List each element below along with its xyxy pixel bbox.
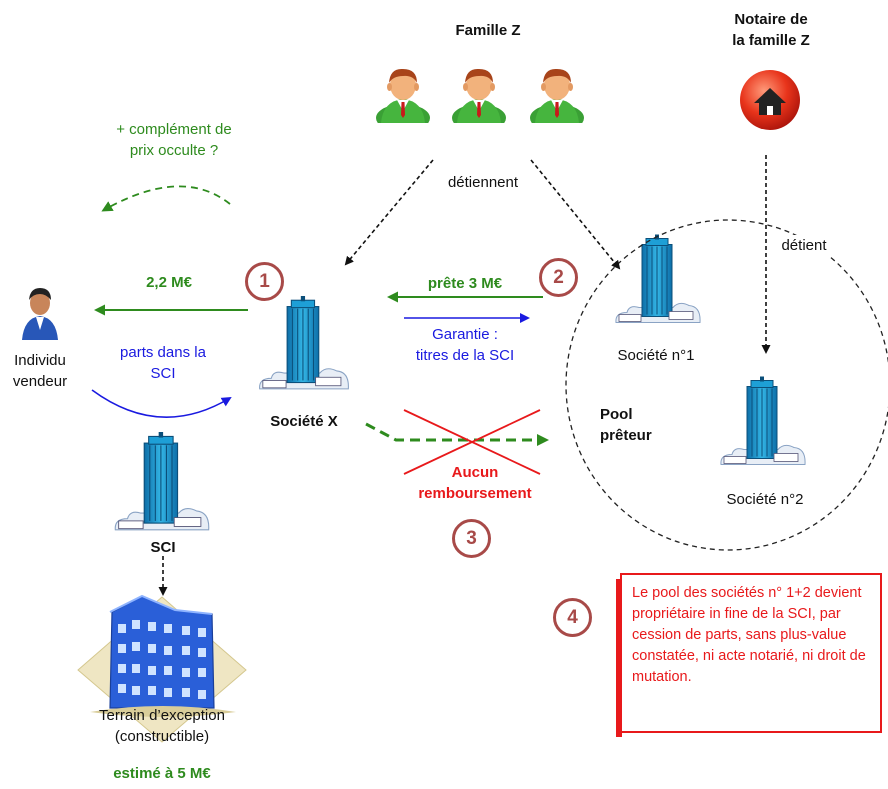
detiennent-arrow-societe-1	[530, 159, 621, 270]
step-number-2: 2	[539, 258, 578, 297]
note-box: Le pool des sociétés n° 1+2 devient prop…	[620, 573, 882, 733]
sci-label: SCI	[150, 539, 176, 556]
societe-2-building-icon	[720, 375, 806, 466]
estime-label: estimé à 5 M€	[113, 765, 211, 782]
price-label: 2,2 M€	[146, 274, 192, 291]
pool-label-line-1: Pool	[600, 406, 633, 423]
family-member-icon-1	[376, 68, 430, 123]
complement-label-line-2: prix occulte ?	[129, 142, 219, 159]
famille-label: Famille Z	[455, 22, 521, 39]
notary-house-icon	[740, 70, 800, 130]
step-number-3: 3	[452, 519, 491, 558]
family-member-icon-2	[452, 68, 506, 123]
shares-arrow	[91, 389, 232, 418]
garantie-label: Garantie : titres de la SCI	[390, 324, 540, 366]
notaire-label-line-2: la famille Z	[732, 32, 810, 49]
aucun-label-line-2: remboursement	[418, 485, 532, 502]
notaire-label-line-1: Notaire de	[734, 11, 808, 28]
cross-mark	[403, 409, 541, 475]
parts-label: parts dans la SCI	[108, 342, 218, 384]
family-member-icon-3	[530, 68, 584, 123]
individu-label-line-2: vendeur	[12, 373, 68, 390]
terrain-city-icon	[77, 594, 247, 743]
complement-label: + complément de prix occulte ?	[84, 119, 264, 161]
individu-label-line-1: Individu	[14, 352, 66, 369]
parts-label-line-2: SCI	[150, 365, 176, 382]
societe-2-label: Société n°2	[726, 491, 804, 508]
pool-label: Pool prêteur	[600, 404, 652, 446]
societe-x-label: Société X	[270, 413, 338, 430]
terrain-label-line-2: (constructible)	[114, 728, 210, 745]
pool-circle	[565, 219, 888, 551]
garantie-label-line-1: Garantie :	[432, 326, 498, 343]
prete-label: prête 3 M€	[427, 275, 503, 292]
societe-x-building-icon	[259, 296, 349, 390]
note-box-accent	[616, 579, 622, 737]
step-number-4: 4	[553, 598, 592, 637]
aucun-label-line-1: Aucun	[451, 464, 499, 481]
garantie-label-line-2: titres de la SCI	[415, 347, 515, 364]
detiennent-arrow-societe-x	[344, 159, 434, 266]
pool-label-line-2: prêteur	[600, 427, 652, 444]
individu-label: Individu vendeur	[0, 350, 82, 392]
sci-building-icon	[114, 432, 210, 531]
notaire-label: Notaire de la famille Z	[712, 9, 830, 51]
repayment-arrow	[365, 422, 549, 446]
complement-label-line-1: + complément de	[116, 121, 232, 138]
societe-1-label: Société n°1	[617, 347, 695, 364]
aucun-label: Aucun remboursement	[410, 462, 540, 504]
seller-person-icon	[22, 288, 58, 340]
complement-arrow	[101, 185, 231, 212]
detient-label: détient	[774, 235, 834, 256]
terrain-label-line-1: Terrain d’exception	[99, 707, 225, 724]
step-number-1: 1	[245, 262, 284, 301]
parts-label-line-1: parts dans la	[120, 344, 206, 361]
societe-1-building-icon	[615, 233, 701, 324]
terrain-label: Terrain d’exception (constructible)	[62, 705, 262, 747]
detiennent-label: détiennent	[428, 172, 538, 193]
